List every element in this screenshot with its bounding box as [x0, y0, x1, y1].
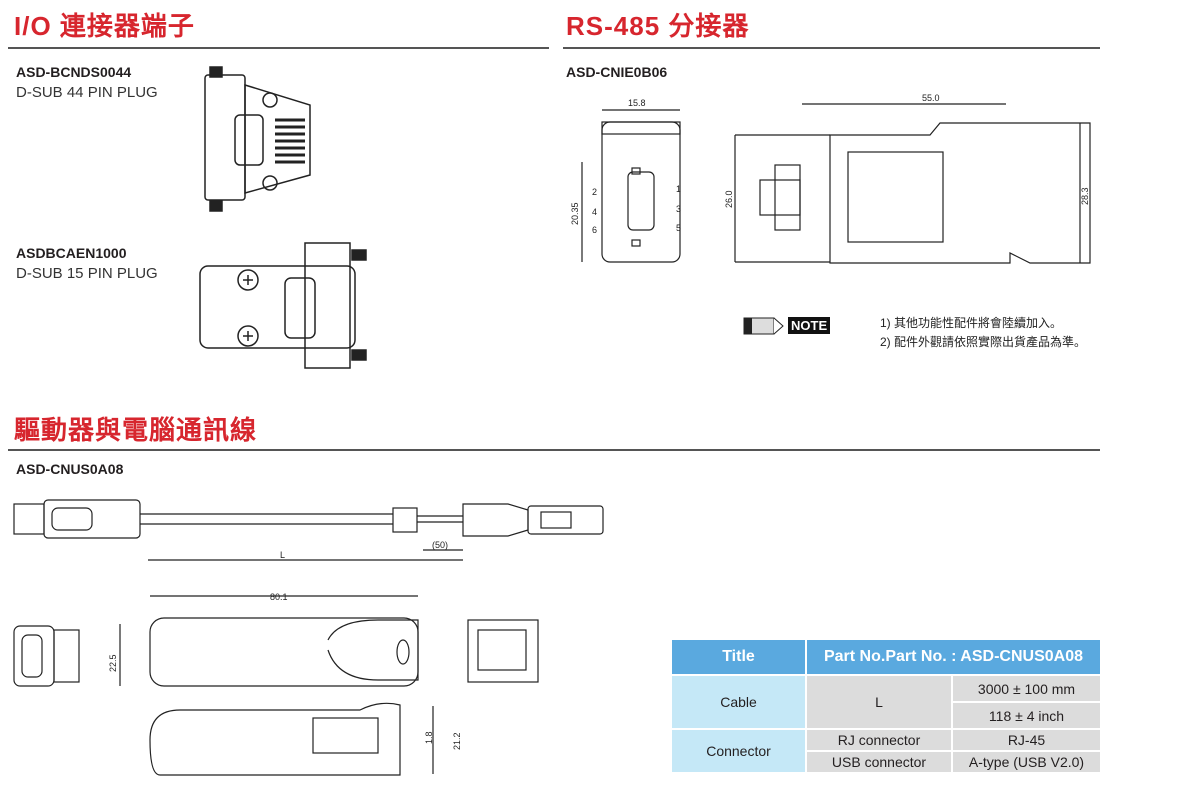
notes: 1) 其他功能性配件將會陸續加入。 2) 配件外觀請依照實際出貨產品為準。 [880, 314, 1086, 352]
row-cable: Cable [672, 676, 805, 728]
cell-L: L [807, 676, 951, 728]
note-badge: NOTE [788, 317, 831, 334]
cell-atype: A-type (USB V2.0) [953, 752, 1100, 772]
part-number: ASDBCAEN1000 [16, 245, 127, 261]
usb-cable-drawing: L (50) 80.1 22.5 1.8 21.2 [13, 499, 604, 776]
section-title-rs485: RS-485 分接器 [566, 11, 750, 41]
pin-label: 5 [676, 223, 681, 233]
pin-label: 6 [592, 225, 597, 235]
dim-21: 21.2 [452, 732, 462, 750]
note-2: 2) 配件外觀請依照實際出貨產品為準。 [880, 335, 1087, 349]
dim-h3: 28.3 [1080, 187, 1090, 205]
cell-mm: 3000 ± 100 mm [953, 676, 1100, 701]
part-number: ASD-CNIE0B06 [566, 64, 668, 80]
dsub15-drawing [199, 242, 367, 369]
part-number: ASD-CNUS0A08 [16, 461, 124, 477]
divider [8, 449, 1100, 451]
part-number: ASD-BCNDS0044 [16, 64, 132, 80]
header-part: Part No.Part No. : ASD-CNUS0A08 [807, 640, 1100, 674]
row-connector: Connector [672, 730, 805, 772]
dim-80: 80.1 [270, 592, 288, 602]
dsub44-drawing [204, 66, 311, 212]
pin-label: 1 [676, 184, 681, 194]
divider [8, 47, 549, 49]
section-title-io: I/O 連接器端子 [14, 11, 195, 41]
cell-rj: RJ connector [807, 730, 951, 750]
part-desc: D-SUB 15 PIN PLUG [16, 265, 158, 282]
dim-1-8: 1.8 [424, 731, 434, 744]
note-1: 1) 其他功能性配件將會陸續加入。 [880, 316, 1063, 330]
header-title: Title [672, 640, 805, 674]
dim-w2: 55.0 [922, 93, 940, 103]
pencil-icon [743, 317, 784, 335]
part-desc: D-SUB 44 PIN PLUG [16, 84, 158, 101]
divider [563, 47, 1100, 49]
dim-22: 22.5 [108, 654, 118, 672]
pin-label: 2 [592, 187, 597, 197]
dim-50: (50) [432, 540, 448, 550]
pin-label: 3 [676, 204, 681, 214]
dim-L: L [280, 550, 285, 560]
rs485-drawing: 15.8 20.35 55.0 26.0 28.3 1 2 3 4 5 6 [570, 93, 1091, 264]
dim-w1: 15.8 [628, 98, 646, 108]
section-title-comm: 驅動器與電腦通訊線 [14, 415, 258, 445]
dim-h2: 26.0 [724, 190, 734, 208]
spec-table: Title Part No.Part No. : ASD-CNUS0A08 Ca… [670, 638, 1102, 774]
cell-rj45: RJ-45 [953, 730, 1100, 750]
cell-inch: 118 ± 4 inch [953, 703, 1100, 728]
pin-label: 4 [592, 207, 597, 217]
cell-usb: USB connector [807, 752, 951, 772]
dim-h1: 20.35 [570, 202, 580, 225]
